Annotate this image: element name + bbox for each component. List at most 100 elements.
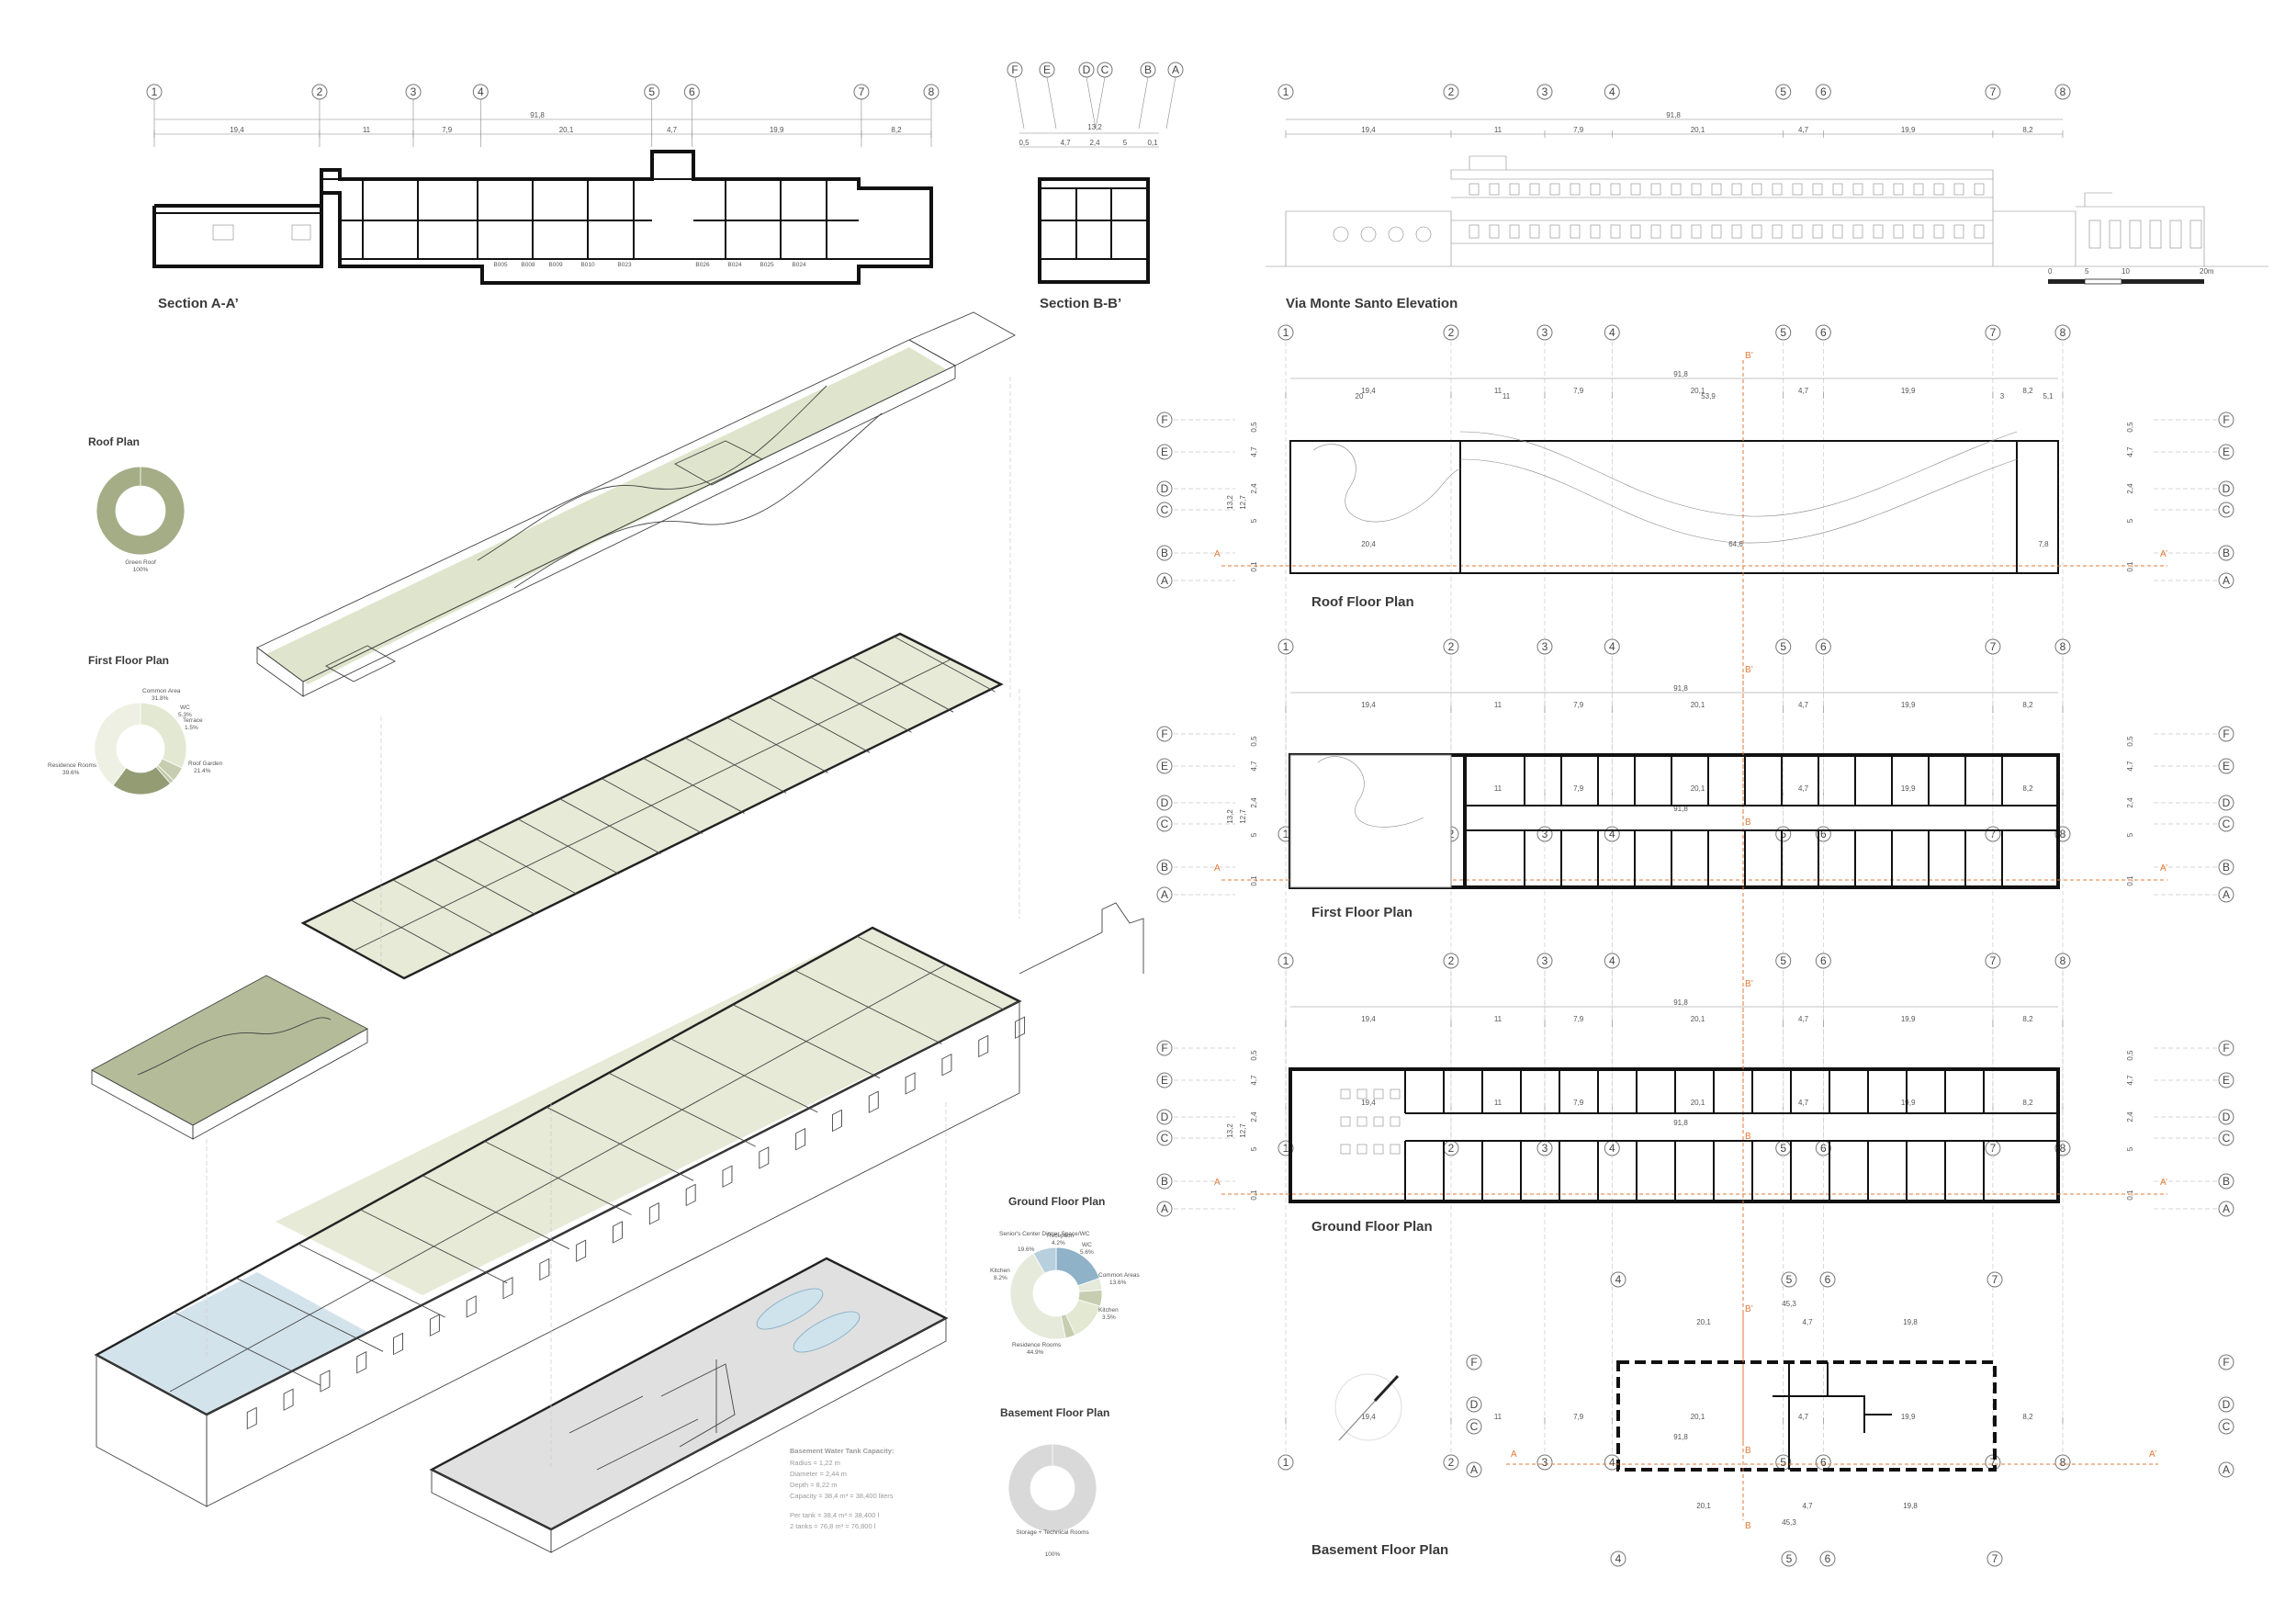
first-plan-cut-a2: A’ [2160,863,2167,874]
first-plan-top-dim-2: 7,9 [1573,701,1584,709]
ground-plan-vdim-r-3: 5 [2126,1146,2134,1151]
basement-seg-value: 100% [1045,1551,1061,1558]
roof-donut-slice-0 [96,466,186,556]
roof-plan-vdim-3: 5 [1250,518,1258,523]
roof-plan-right-label-C: C [2223,503,2231,516]
scale-bar: 0 5 10 20m [2048,267,2214,285]
ground-plan-bottom-bubble-2 [1443,1454,1459,1471]
first-plan-top-dim-1: 11 [1494,701,1503,709]
ground-plan-bottom-label-4: 4 [1609,1456,1615,1469]
ground-plan-top-dim-4: 4,7 [1798,1015,1809,1023]
first-plan-top-dim-6: 8,2 [2022,701,2033,709]
first-donut-slice-4 [94,702,141,786]
section-aa-axis-label-3: 3 [411,85,417,98]
ground-plan-title: Ground Floor Plan [1311,1219,1433,1235]
first-seg-garden-v: 21.4% [194,768,211,774]
section-aa-dim-1: 11 [363,126,371,134]
ground-plan-vdim-r-4: 0,1 [2126,1190,2134,1201]
basement-left-label-D: D [1470,1398,1479,1411]
elevation-axis-label-6: 6 [1820,85,1827,98]
basement-cut-b2: B’ [1745,1304,1753,1314]
water-note-line-2: Diameter = 2,44 m [790,1470,847,1478]
first-seg-wc: WC [180,705,190,711]
first-plan-top-dim-4: 4,7 [1798,701,1809,709]
roof-plan-top-dim-1: 11 [1494,387,1503,395]
ground-plan-bottom-bubble-3 [1536,1454,1553,1471]
north-arrow-icon [1334,1373,1402,1441]
basement-right-label-C: C [2223,1420,2231,1433]
first-plan-left-label-C: C [1161,818,1169,830]
ground-plan-top-dim-1: 11 [1494,1015,1503,1023]
roof-plan-cut-a2: A’ [2160,549,2167,559]
first-plan-top-bubble-8 [2054,638,2071,655]
roof-plan-right-label-F: F [2223,413,2229,426]
roof-plan-right-bubble-F [2218,412,2234,428]
section-aa-dim-2: 7,9 [442,126,453,134]
ground-plan-left-label-C: C [1161,1132,1169,1145]
basement-top-label-5: 5 [1786,1273,1793,1286]
roof-plan-top-bubble-3 [1536,324,1553,341]
ground-plan-bottom-label-2: 2 [1448,1456,1455,1469]
first-plan-left-bubble-E [1156,758,1173,774]
ground-plan-right-bubble-D [2218,1109,2234,1125]
ground-plan-top-label-5: 5 [1780,954,1786,967]
section-aa-axis-label-2: 2 [317,85,323,98]
first-seg-wc-v: 5.3% [178,712,192,718]
water-note-line-3: Depth = 8,22 m [790,1481,838,1489]
basement-bottom-label-7: 7 [1992,1552,1998,1565]
roof-plan-vdim-r-1: 4,7 [2126,446,2134,457]
first-plan-vertical_total: 13,2 [1226,809,1234,824]
water-tank-icon-2 [793,1311,861,1353]
basement-top-dim-0: 20,1 [1696,1318,1711,1326]
ground-seg-wc: WC [1082,1242,1092,1248]
roof-plan-right-bubble-E [2218,444,2234,460]
roof-plan-top-bubble-5 [1775,324,1792,341]
ground-plan-right-bubble-E [2218,1072,2234,1088]
section-aa-axis-label-8: 8 [929,85,935,98]
section-bb-label-D: D [1083,63,1091,76]
roof-donut-chart: Roof Plan Green Roof 100% [88,435,186,573]
section-bb-dim-4: 0,1 [1147,139,1158,147]
section-aa-room-2: B009 [548,262,563,268]
section-bb-label-F: F [1011,63,1018,76]
ground-plan-bottom-dim-4: 4,7 [1798,1413,1809,1421]
water-note-line-6: Per tank = 38,4 m³ = 38,400 l [790,1511,879,1519]
ground-plan-left-label-A: A [1161,1202,1168,1215]
ground-plan-bottom-label-5: 5 [1780,1456,1786,1469]
ground-plan-top-bubble-8 [2054,953,2071,969]
roof-top-dim-4: 5,1 [2043,392,2054,400]
water-tank-note: Basement Water Tank Capacity: Radius = 1… [790,1447,894,1530]
section-bb-total-dim: 13,2 [1087,123,1102,131]
elevation-dim-3: 20,1 [1691,126,1705,134]
ground-plan-total-top: 91,8 [1673,998,1688,1007]
water-note-line-4: Capacity = 38,4 m³ = 38,400 liters [790,1492,894,1500]
roof-plan-bottom-dim-2: 7,9 [1573,784,1584,793]
first-plan-top-label-2: 2 [1448,640,1455,653]
first-plan-bottom-dim-0: 19,4 [1361,1099,1376,1107]
ground-plan-vertical_inner: 12,7 [1239,1123,1247,1138]
roof-bottom-dim-2: 7,8 [2038,540,2049,548]
first-plan-right-bubble-A [2218,886,2234,903]
roof-seg-value: 100% [133,567,149,573]
ground-plan-right-label-E: E [2223,1074,2230,1087]
first-plan-right-label-C: C [2223,818,2231,830]
section-aa-dim-4: 4,7 [667,126,678,134]
first-plan-right-bubble-E [2218,758,2234,774]
roof-plan-title: Roof Floor Plan [1311,594,1414,610]
basement-bottom-bubble-4 [1610,1551,1626,1567]
ground-plan-top-label-7: 7 [1990,954,1997,967]
elevation-axis-label-2: 2 [1448,85,1455,98]
roof-plan-left-label-E: E [1161,445,1168,458]
ground-plan-left-label-E: E [1161,1074,1168,1087]
basement-bottom-bubble-7 [1986,1551,2003,1567]
elevation-dim-4: 4,7 [1798,126,1809,134]
elevation-dim-2: 7,9 [1573,126,1584,134]
iso-roof-garden [92,976,367,1125]
basement-donut-slice-0 [1007,1443,1097,1533]
roof-plan-top-bubble-1 [1277,324,1294,341]
iso-ground-green [276,928,1019,1295]
basement-donut-chart: Basement Floor Plan Storage + Technical … [1000,1406,1109,1558]
first-plan-top-label-8: 8 [2060,640,2066,653]
